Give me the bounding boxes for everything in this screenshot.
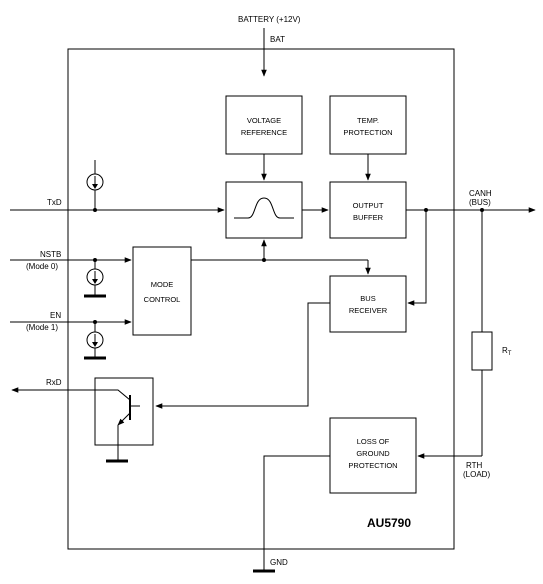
output-buffer-block: OUTPUT BUFFER: [329, 181, 407, 239]
svg-text:LOSS OF: LOSS OF: [357, 437, 390, 446]
current-source-icon: [86, 268, 104, 286]
resistor-rt: [471, 331, 493, 371]
svg-text:RECEIVER: RECEIVER: [349, 306, 388, 315]
svg-text:PROTECTION: PROTECTION: [343, 128, 392, 137]
battery-label: BATTERY (+12V): [238, 15, 301, 24]
svg-text:OUTPUT: OUTPUT: [353, 201, 384, 210]
svg-text:GROUND: GROUND: [356, 449, 390, 458]
txd-label: TxD: [47, 198, 62, 207]
chip-outline: [67, 48, 455, 550]
rth-load-label: (LOAD): [463, 470, 490, 479]
temp-protection-block: TEMP. PROTECTION: [329, 95, 407, 155]
gnd-label: GND: [270, 558, 288, 567]
loss-of-ground-block: LOSS OF GROUND PROTECTION: [329, 417, 417, 494]
svg-text:VOLTAGE: VOLTAGE: [247, 116, 281, 125]
svg-text:MODE: MODE: [151, 280, 174, 289]
en-label: EN: [50, 311, 61, 320]
bus-receiver-block: BUS RECEIVER: [329, 275, 407, 333]
svg-text:BUFFER: BUFFER: [353, 213, 384, 222]
bus-feedback-arrow: [407, 210, 427, 306]
slew-filter-block: [225, 181, 303, 239]
chip-name: AU5790: [367, 516, 411, 530]
rxd-label: RxD: [46, 378, 62, 387]
svg-text:TEMP.: TEMP.: [357, 116, 379, 125]
mode-control-block: MODE CONTROL: [132, 246, 192, 336]
voltage-reference-block: VOLTAGE REFERENCE: [225, 95, 303, 155]
svg-text:PROTECTION: PROTECTION: [348, 461, 397, 470]
svg-text:CONTROL: CONTROL: [144, 295, 181, 304]
canh-label: CANH: [469, 189, 492, 198]
svg-text:BUS: BUS: [360, 294, 375, 303]
gnd-line: [263, 455, 330, 570]
resistor-label: RT: [502, 346, 512, 357]
current-source-icon: [86, 173, 104, 191]
bat-label: BAT: [270, 35, 285, 44]
nstb-mode-label: (Mode 0): [26, 262, 58, 271]
receiver-to-rxd-arrow: [155, 302, 330, 409]
nstb-label: NSTB: [40, 250, 61, 259]
pulse-symbol: [234, 197, 294, 219]
current-source-icon: [86, 331, 104, 349]
canh-bus-label: (BUS): [469, 198, 491, 207]
svg-text:REFERENCE: REFERENCE: [241, 128, 287, 137]
rxd-transistor: [94, 377, 154, 446]
rth-label: RTH: [466, 461, 483, 470]
en-mode-label: (Mode 1): [26, 323, 58, 332]
